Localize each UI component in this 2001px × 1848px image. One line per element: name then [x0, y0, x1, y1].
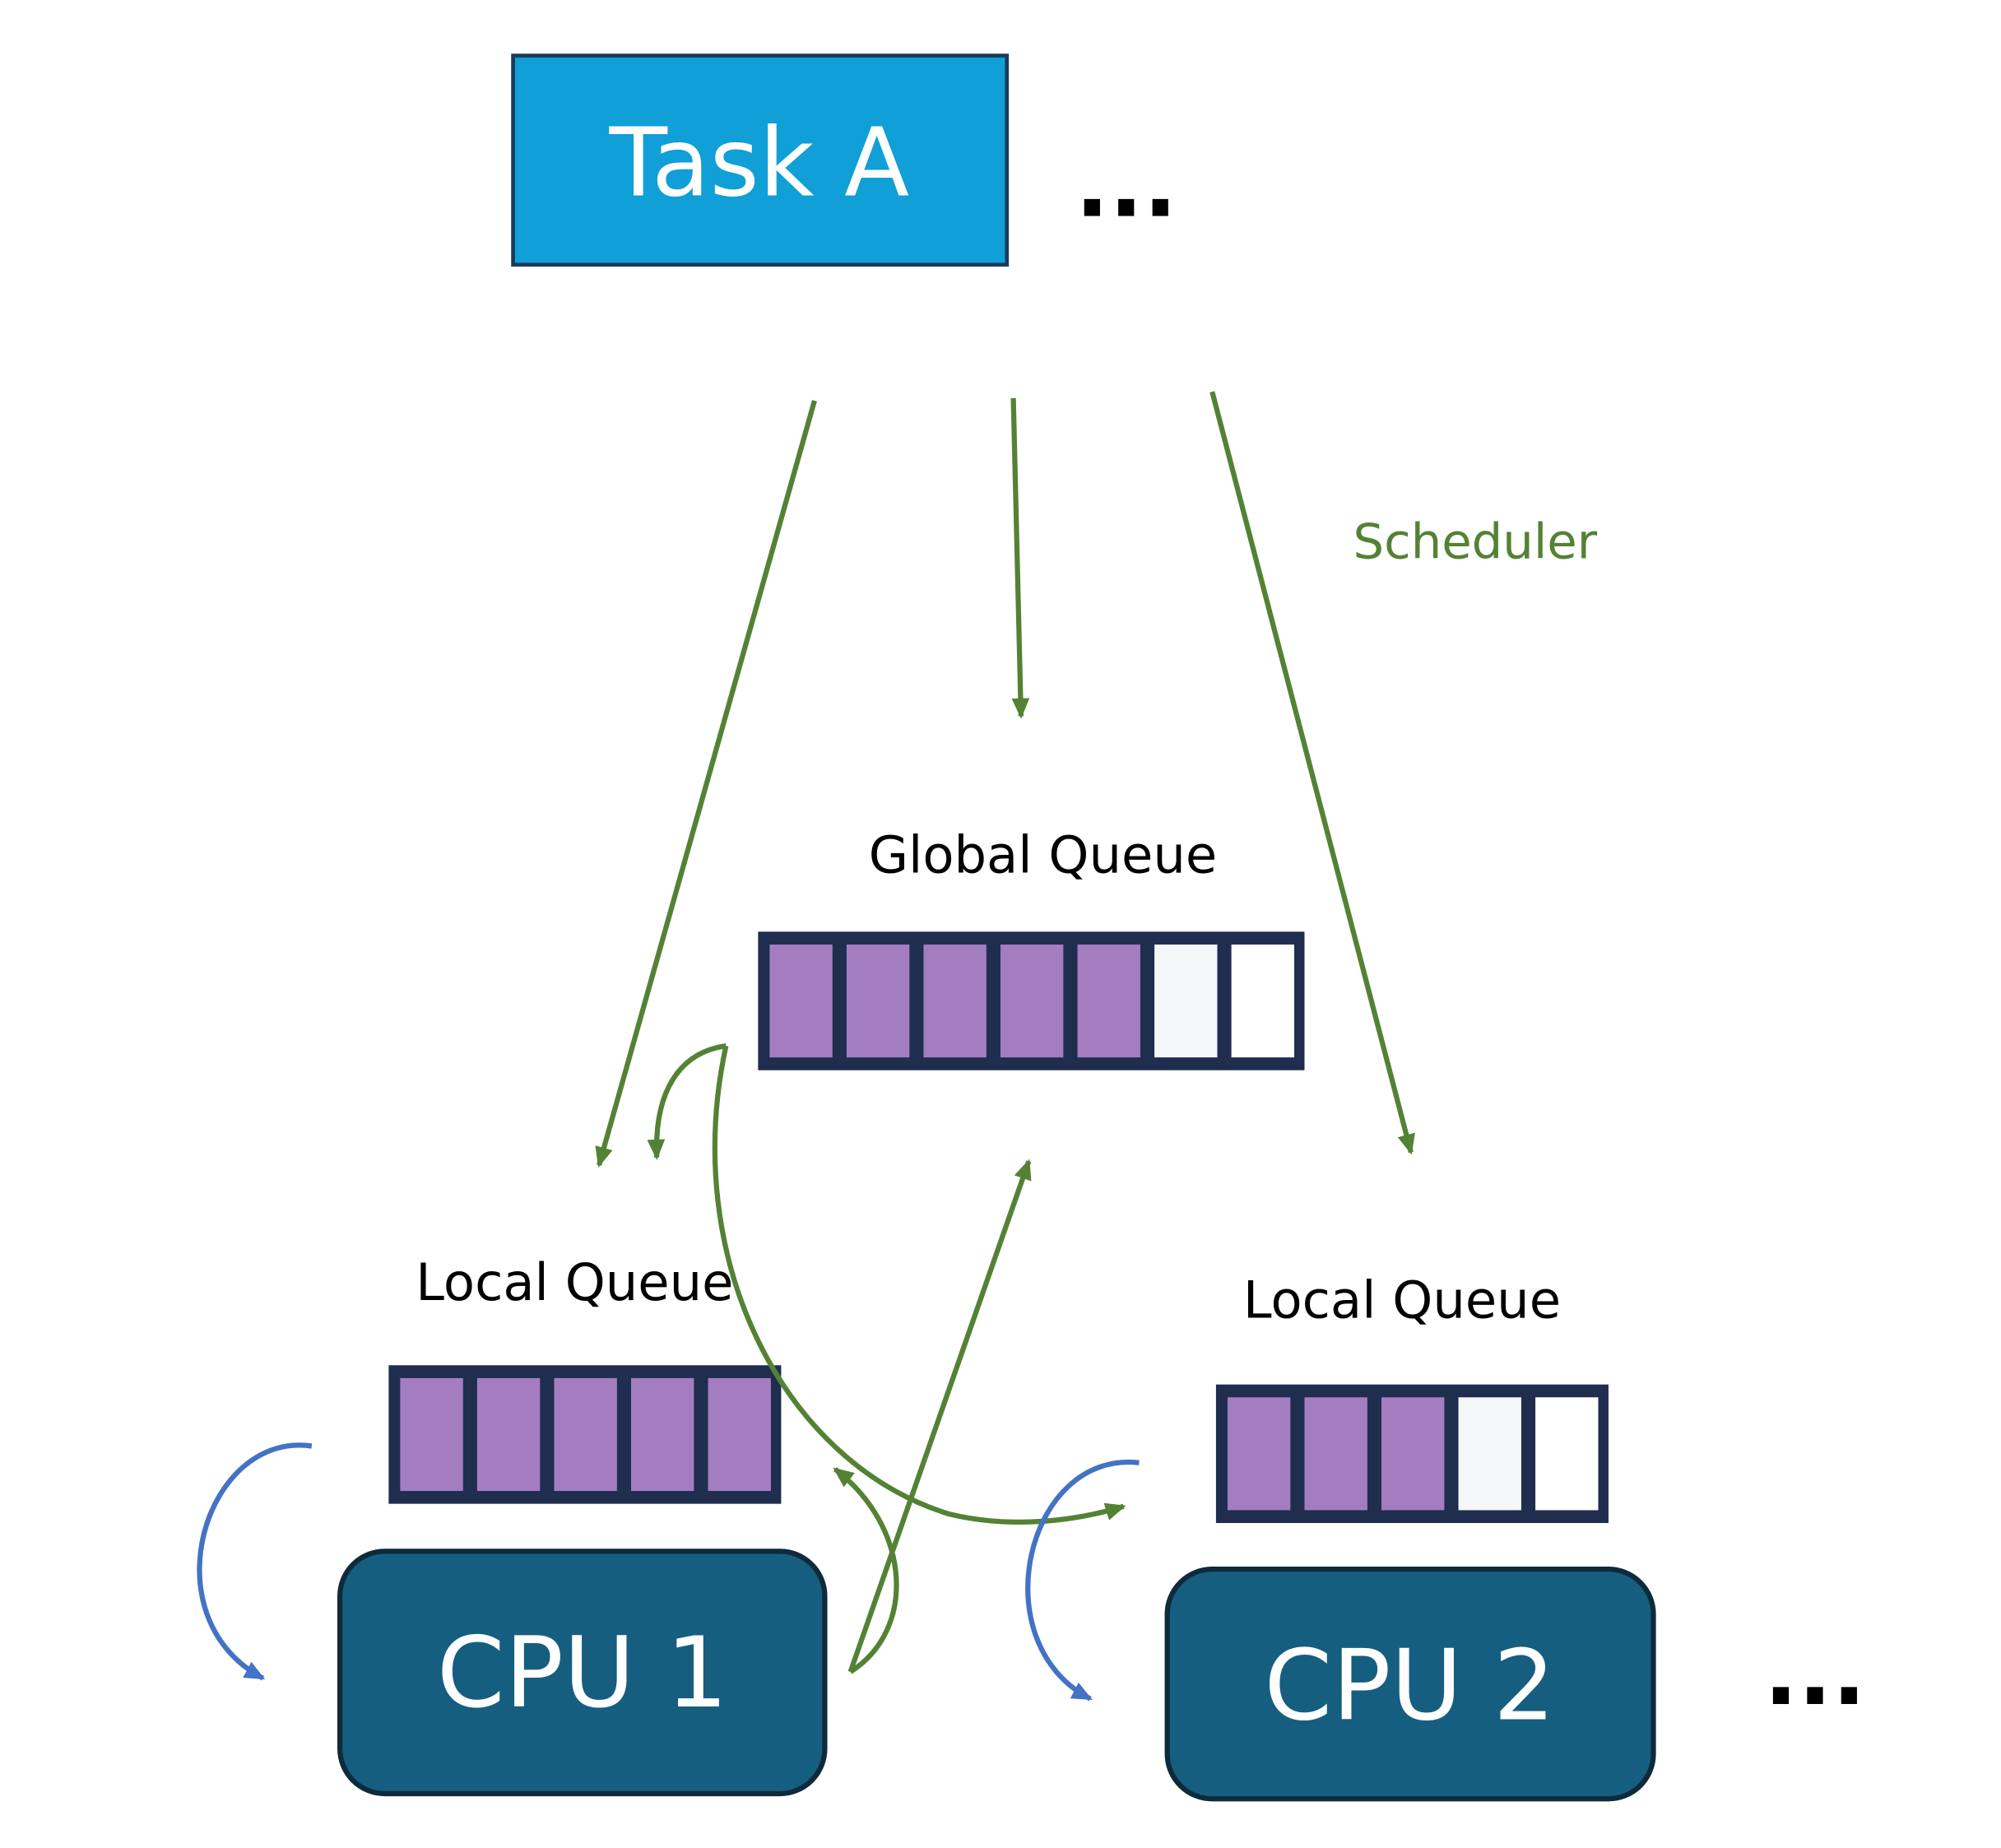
- cpu-1-label: CPU 1: [437, 1616, 728, 1730]
- queue-slot-empty-gray: [1458, 1397, 1521, 1511]
- scheduler-arrow-local-2: [1209, 391, 1415, 1155]
- local-queue-1: [388, 1365, 782, 1504]
- queue-slot-filled: [1077, 944, 1140, 1058]
- task-ellipsis: ...: [1075, 132, 1177, 237]
- local-queue-2-label: Local Queue: [1243, 1270, 1561, 1330]
- local-queue-2: [1215, 1384, 1609, 1524]
- cpu-1-to-global-arrow: [847, 1158, 1032, 1673]
- queue-slot-empty: [1231, 944, 1295, 1058]
- cpu-2-label: CPU 2: [1264, 1629, 1555, 1743]
- queue-slot-filled: [1304, 1397, 1367, 1511]
- queue-slot-filled: [769, 944, 833, 1058]
- local-queue-1-label: Local Queue: [416, 1252, 733, 1312]
- queue-slot-filled: [554, 1377, 617, 1492]
- scheduler-arrow-global: [1010, 397, 1030, 719]
- queue-slot-filled: [708, 1377, 771, 1492]
- task-a-label: Task A: [609, 109, 910, 219]
- queue-slot-empty-gray: [1154, 944, 1218, 1058]
- queue-slot-filled: [631, 1377, 694, 1492]
- scheduler-arrow-local-1: [595, 400, 817, 1168]
- global-queue-label: Global Queue: [869, 825, 1218, 885]
- cpu-ellipsis: ...: [1764, 1621, 1866, 1725]
- local-1-to-cpu-1-arrow: [197, 1442, 313, 1681]
- global-queue: [758, 931, 1305, 1070]
- global-to-local-2-arrow: [712, 1045, 1126, 1525]
- queue-slot-filled: [1000, 944, 1064, 1058]
- local-2-to-cpu-2-arrow: [1025, 1460, 1140, 1702]
- scheduler-label: Scheduler: [1353, 513, 1598, 570]
- queue-slot-filled: [1227, 1397, 1291, 1511]
- global-to-local-1-arrow: [647, 1043, 727, 1160]
- queue-slot-filled: [923, 944, 987, 1058]
- queue-slot-filled: [476, 1377, 541, 1492]
- queue-slot-filled: [1381, 1397, 1445, 1511]
- cpu-1-box: CPU 1: [337, 1549, 828, 1797]
- queue-slot-empty: [1535, 1397, 1599, 1511]
- cpu-2-box: CPU 2: [1164, 1567, 1656, 1802]
- queue-slot-filled: [400, 1377, 463, 1492]
- cpu-1-to-local-1-arrow: [833, 1467, 899, 1674]
- task-a-box: Task A: [511, 53, 1010, 267]
- queue-slot-filled: [846, 944, 910, 1058]
